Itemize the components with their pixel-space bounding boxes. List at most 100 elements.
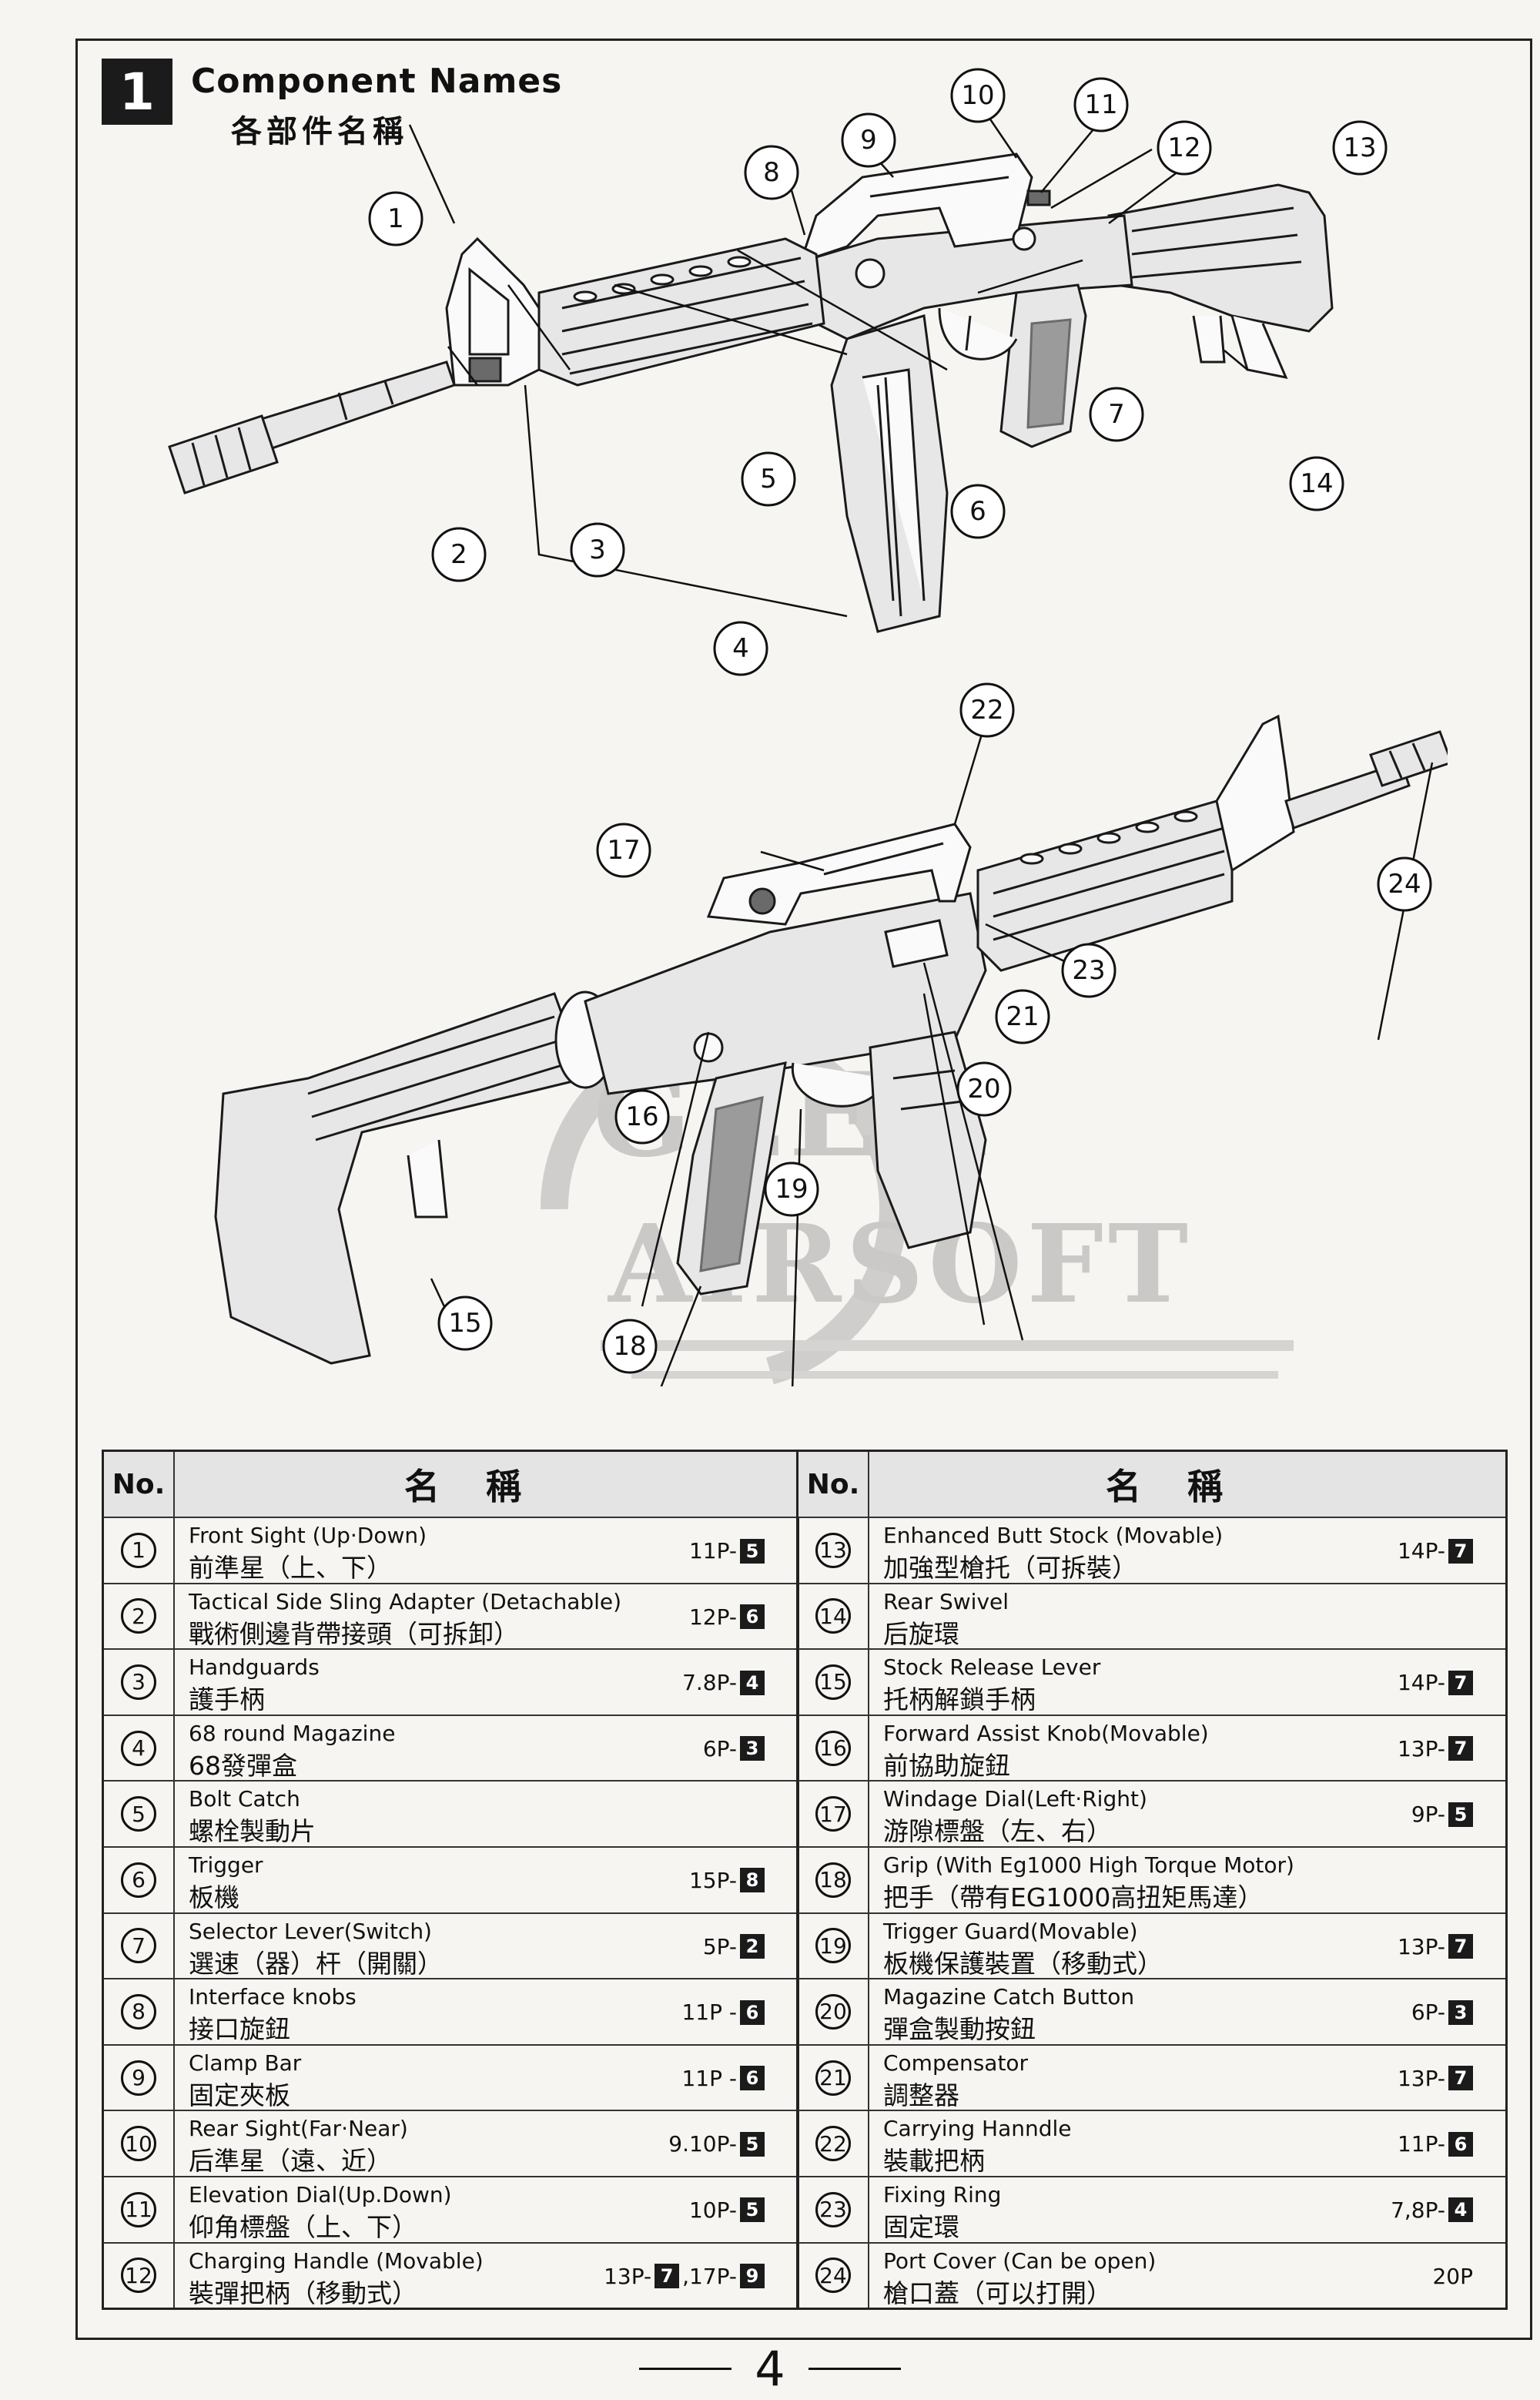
- row-number-cell: 8: [102, 1978, 175, 2046]
- page-ref-box: 7: [1448, 1736, 1473, 1761]
- row-number: 19: [815, 1928, 851, 1964]
- row-number-cell: 22: [796, 2110, 869, 2177]
- page-ref-text: 5P-: [702, 1933, 737, 1959]
- page-ref: 6P-3: [1411, 1999, 1473, 2025]
- section-title-zh: 各部件名稱: [231, 114, 408, 149]
- callout-14: 14: [1300, 468, 1333, 499]
- component-name-en: 68 round Magazine: [189, 1720, 396, 1746]
- page-ref: 11P -6: [681, 2066, 765, 2091]
- page-ref: 11P-5: [689, 1538, 765, 1564]
- row-number-cell: 13: [796, 1517, 869, 1584]
- page-footer: 4: [0, 2340, 1540, 2397]
- row-number-cell: 2: [102, 1582, 175, 1651]
- component-name-zh: 選速（器）杆（開關）: [189, 1948, 443, 1979]
- page-ref-text: 11P-: [688, 1538, 737, 1564]
- row-number: 3: [121, 1664, 156, 1700]
- row-name-cell: Port Cover (Can be open)槍口蓋（可以打開）20P: [868, 2241, 1508, 2310]
- callout-20: 20: [967, 1074, 1000, 1104]
- row-number-cell: 14: [796, 1582, 869, 1651]
- row-number-cell: 19: [796, 1912, 869, 1980]
- page-ref-box: 5: [740, 1538, 765, 1564]
- page-ref-box: 5: [740, 2197, 765, 2223]
- callout-7: 7: [1108, 399, 1125, 430]
- callout-6: 6: [969, 496, 986, 527]
- component-name-en: Charging Handle (Movable): [189, 2247, 484, 2274]
- component-name-en: Magazine Catch Button: [883, 1984, 1135, 2010]
- page-ref-box: 8: [740, 1868, 765, 1893]
- component-name-zh: 固定夾板: [189, 2080, 290, 2110]
- row-name-cell: Windage Dial(Left·Right)游隙標盤（左、右）9P-5: [868, 1780, 1508, 1848]
- row-number: 13: [815, 1532, 851, 1568]
- row-name-cell: Rear Sight(Far·Near)后準星（遠、近）9.10P-5: [173, 2110, 799, 2177]
- callout-22: 22: [970, 695, 1003, 726]
- page-ref-text: 13P-: [1397, 1933, 1445, 1959]
- row-name-cell: Trigger Guard(Movable)板機保護裝置（移動式）13P-7: [868, 1912, 1508, 1980]
- footer-dash-left: [639, 2367, 732, 2370]
- row-number-cell: 18: [796, 1845, 869, 1914]
- row-number: 12: [121, 2258, 156, 2294]
- callout-18: 18: [613, 1331, 646, 1362]
- row-number-cell: 21: [796, 2043, 869, 2112]
- component-name-en: Interface knobs: [189, 1984, 357, 2010]
- row-number: 23: [815, 2191, 851, 2227]
- page-frame: [75, 39, 1532, 2340]
- page-ref-text: 6P-: [702, 1735, 737, 1761]
- row-number-cell: 17: [796, 1780, 869, 1848]
- page-ref: 12P-6: [689, 1604, 765, 1630]
- component-name-en: Stock Release Lever: [883, 1654, 1101, 1681]
- page-ref-text: 9P-: [1411, 1802, 1445, 1828]
- page-ref-box: 7: [1448, 1670, 1473, 1695]
- component-name-zh: 板機: [189, 1882, 239, 1912]
- page-ref: 5P-2: [703, 1934, 765, 1959]
- page-ref: 7.8P-4: [682, 1670, 765, 1695]
- page-ref-text: 7,8P-: [1391, 2197, 1445, 2223]
- callout-19: 19: [775, 1174, 808, 1205]
- component-name-en: Bolt Catch: [189, 1786, 300, 1812]
- page-ref-box: 7: [1448, 1538, 1473, 1564]
- page-ref-text: 9.10P-: [668, 2131, 737, 2157]
- component-name-zh: 前協助旋鈕: [883, 1750, 1010, 1781]
- page-number: 4: [755, 2340, 785, 2397]
- row-number: 18: [815, 1862, 851, 1898]
- callout-8: 8: [763, 157, 780, 188]
- callout-17: 17: [607, 835, 640, 866]
- section-number-badge: 1: [102, 59, 172, 125]
- row-name-cell: Selector Lever(Switch)選速（器）杆（開關）5P-2: [173, 1912, 799, 1980]
- component-name-zh: 后準星（遠、近）: [189, 2146, 392, 2177]
- page-ref-text: 14P-: [1397, 1670, 1445, 1696]
- page-ref: 11P -6: [681, 1999, 765, 2025]
- row-number: 14: [815, 1598, 851, 1634]
- page-ref-box: 6: [740, 1604, 765, 1630]
- row-number: 21: [815, 2060, 851, 2096]
- page-ref: 14P-7: [1398, 1670, 1473, 1695]
- header-name: 名稱: [173, 1450, 799, 1518]
- row-number: 16: [815, 1730, 851, 1766]
- section-title-en: Component Names: [191, 62, 563, 101]
- row-number-cell: 15: [796, 1648, 869, 1716]
- page-ref-box-2: 9: [740, 2264, 765, 2289]
- component-name-zh: 裝彈把柄（移動式）: [189, 2278, 417, 2308]
- component-name-en: Trigger: [189, 1852, 263, 1878]
- component-name-zh: 仰角標盤（上、下）: [189, 2211, 417, 2242]
- callout-12: 12: [1167, 132, 1200, 163]
- callout-13: 13: [1343, 132, 1376, 163]
- component-name-zh: 彈盒製動按鈕: [883, 2014, 1036, 2045]
- page-ref: 13P-7,17P-9: [604, 2264, 765, 2289]
- header-no: No.: [102, 1450, 175, 1518]
- callout-16: 16: [625, 1101, 658, 1132]
- page-ref-text: 12P-: [688, 1604, 737, 1630]
- table-row: 19 Trigger Guard(Movable)板機保護裝置（移動式）13P-7: [796, 1912, 1508, 1980]
